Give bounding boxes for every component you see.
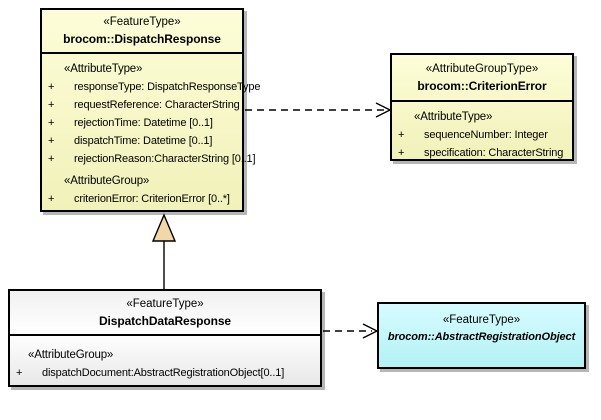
open-arrowhead-icon <box>362 323 379 339</box>
section-heading: «AttributeType» <box>64 63 143 75</box>
attribute-row: + rejectionReason:CharacterString [0..1] <box>42 150 256 168</box>
stereotype-label: «FeatureType» <box>103 16 181 28</box>
attribute-row: + rejectionTime: Datetime [0..1] <box>42 114 242 132</box>
attribute-text: dispatchTime: Datetime [0..1] <box>74 135 213 147</box>
section-heading: «AttributeGroup» <box>64 175 150 187</box>
visibility-sign: + <box>48 81 55 93</box>
attribute-row: + criterionError: CriterionError [0..*] <box>42 190 242 208</box>
attribute-row: + responseType: DispatchResponseType <box>42 78 260 96</box>
stereotype-label: «AttributeGroupType» <box>425 62 539 75</box>
section-heading: «AttributeType» <box>414 111 493 123</box>
attribute-row: + sequenceNumber: Integer <box>392 126 572 144</box>
attribute-row: + dispatchDocument:AbstractRegistrationO… <box>10 364 320 382</box>
attributes-compartment: «AttributeType» + sequenceNumber: Intege… <box>392 102 572 162</box>
class-name: brocom::DispatchResponse <box>63 32 221 46</box>
attributes-compartment: «AttributeType» + responseType: Dispatch… <box>42 54 260 208</box>
visibility-sign: + <box>398 147 405 159</box>
section-heading: «AttributeGroup» <box>28 349 114 361</box>
class-box-dispatch-response[interactable]: «FeatureType» brocom::DispatchResponse «… <box>40 8 260 212</box>
visibility-sign: + <box>48 99 55 111</box>
attributes-compartment: «AttributeGroup» + dispatchDocument:Abst… <box>10 336 320 382</box>
class-name: DispatchDataResponse <box>98 313 232 328</box>
open-arrowhead-icon <box>375 102 392 118</box>
visibility-sign: + <box>398 129 405 141</box>
visibility-sign: + <box>48 193 55 205</box>
attribute-text: sequenceNumber: Integer <box>424 129 548 141</box>
visibility-sign: + <box>48 153 55 165</box>
visibility-sign: + <box>48 135 55 147</box>
class-box-criterion-error[interactable]: «AttributeGroupType» brocom::CriterionEr… <box>390 53 574 161</box>
visibility-sign: + <box>16 367 23 379</box>
class-header: «AttributeGroupType» brocom::CriterionEr… <box>392 55 572 102</box>
attribute-text: specification: CharacterString <box>424 147 564 159</box>
attribute-row: + requestReference: CharacterString <box>42 96 242 114</box>
class-header: «FeatureType» DispatchDataResponse <box>10 291 320 336</box>
class-name: brocom::AbstractRegistrationObject <box>387 331 576 343</box>
attribute-row: + specification: CharacterString <box>392 144 572 162</box>
visibility-sign: + <box>48 117 55 129</box>
attribute-row: + dispatchTime: Datetime [0..1] <box>42 132 242 150</box>
stereotype-label: «FeatureType» <box>442 314 521 326</box>
class-header: «FeatureType» brocom::DispatchResponse <box>42 10 242 54</box>
attribute-text: criterionError: CriterionError [0..*] <box>74 193 230 205</box>
attribute-text: requestReference: CharacterString <box>74 99 240 111</box>
generalization-triangle-icon <box>151 213 177 242</box>
class-name: brocom::CriterionError <box>417 78 547 93</box>
stereotype-label: «FeatureType» <box>126 297 204 310</box>
attribute-text: rejectionTime: Datetime [0..1] <box>74 117 213 129</box>
attribute-text: dispatchDocument:AbstractRegistrationObj… <box>42 367 285 379</box>
class-header: «FeatureType» brocom::AbstractRegistrati… <box>379 304 584 367</box>
attribute-text: rejectionReason:CharacterString [0..1] <box>74 153 256 165</box>
class-box-abstract-registration-object[interactable]: «FeatureType» brocom::AbstractRegistrati… <box>377 302 586 369</box>
class-box-dispatch-data-response[interactable]: «FeatureType» DispatchDataResponse «Attr… <box>8 289 322 387</box>
attribute-text: responseType: DispatchResponseType <box>74 81 261 93</box>
